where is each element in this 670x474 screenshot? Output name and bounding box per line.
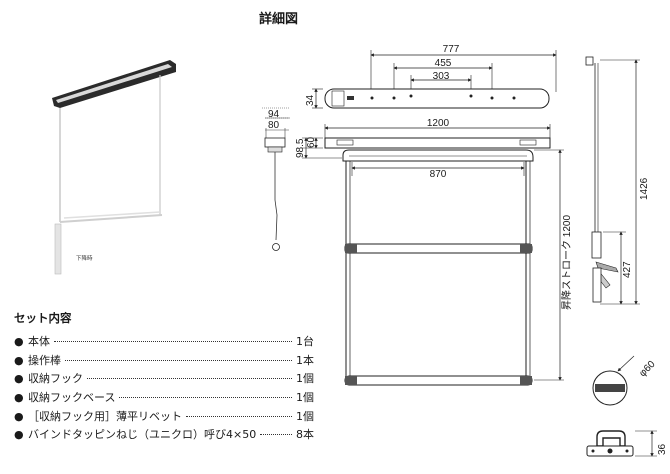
photo-label: 下降時: [76, 254, 93, 262]
set-item-quantity: 8本: [296, 428, 314, 442]
set-item-quantity: 1個: [296, 372, 314, 386]
leader-dots: [65, 359, 292, 361]
set-contents-list: ● 本体 1台 ● 操作棒 1本 ● 収納フック 1個 ● 収納フックベース 1個 ● ［収納フック用］薄…: [14, 333, 314, 445]
top-width-outer: 777: [443, 44, 460, 55]
set-item-name: バインドタッピンねじ（ユニクロ）呼び4×50: [28, 428, 257, 442]
set-item: ● 本体 1台: [14, 333, 314, 352]
set-item-name: ［収納フック用］薄平リベット: [28, 409, 182, 423]
frame-height-inner: 60: [306, 136, 317, 148]
leader-dots: [186, 415, 292, 417]
hook-height: 36: [657, 443, 668, 455]
total-height: 1426: [639, 177, 650, 200]
set-item-quantity: 1個: [296, 391, 314, 405]
bullet-icon: ●: [14, 335, 24, 348]
bullet-icon: ●: [14, 391, 24, 405]
top-width-inner: 303: [433, 71, 450, 82]
set-item-name: 操作棒: [28, 353, 61, 367]
set-item: ● 収納フックベース 1個: [14, 389, 314, 408]
front-frame-drawing: [302, 124, 564, 386]
bar-width: 870: [430, 169, 447, 180]
top-bar-drawing: [312, 50, 557, 109]
set-item-name: 収納フック: [28, 372, 83, 386]
storage-hook-drawing: [586, 355, 657, 457]
clip-width-inner: 80: [268, 120, 280, 131]
arm-height: 427: [622, 261, 633, 278]
frame-width: 1200: [427, 118, 450, 129]
set-item: ● 操作棒 1本: [14, 352, 314, 371]
set-item-name: 本体: [28, 335, 50, 348]
product-photo: 下降時: [52, 60, 176, 275]
top-width-mid: 455: [435, 58, 452, 69]
bullet-icon: ●: [14, 409, 24, 423]
clip-width-outer: 94: [268, 109, 280, 120]
page-title: 詳細図: [259, 12, 299, 27]
set-item-name: 収納フックベース: [28, 391, 116, 405]
set-contents-heading: セット内容: [14, 311, 72, 325]
set-item: ● ［収納フック用］薄平リベット 1個: [14, 408, 314, 427]
frame-height-outer: 98.5: [295, 138, 306, 158]
set-item: ● バインドタッピンねじ（ユニクロ）呼び4×50 8本: [14, 426, 314, 445]
stroke-label: 昇降ストローク 1200: [560, 215, 573, 310]
leader-dots: [119, 397, 292, 399]
svg-text:94: 94: [268, 109, 280, 120]
leader-dots: [54, 341, 292, 342]
leader-dots: [87, 378, 292, 380]
bullet-icon: ●: [14, 372, 24, 386]
set-item: ● 収納フック 1個: [14, 370, 314, 389]
bullet-icon: ●: [14, 353, 24, 367]
hook-diameter: φ60: [637, 359, 658, 380]
set-item-quantity: 1個: [296, 409, 314, 423]
leader-dots: [260, 434, 292, 436]
operating-rod-drawing: [262, 107, 290, 251]
set-item-quantity: 1台: [296, 335, 314, 348]
bullet-icon: ●: [14, 428, 24, 442]
set-item-quantity: 1本: [296, 353, 314, 367]
side-view-drawing: [585, 56, 640, 305]
svg-text:80: 80: [268, 120, 280, 131]
top-height: 34: [305, 94, 316, 106]
